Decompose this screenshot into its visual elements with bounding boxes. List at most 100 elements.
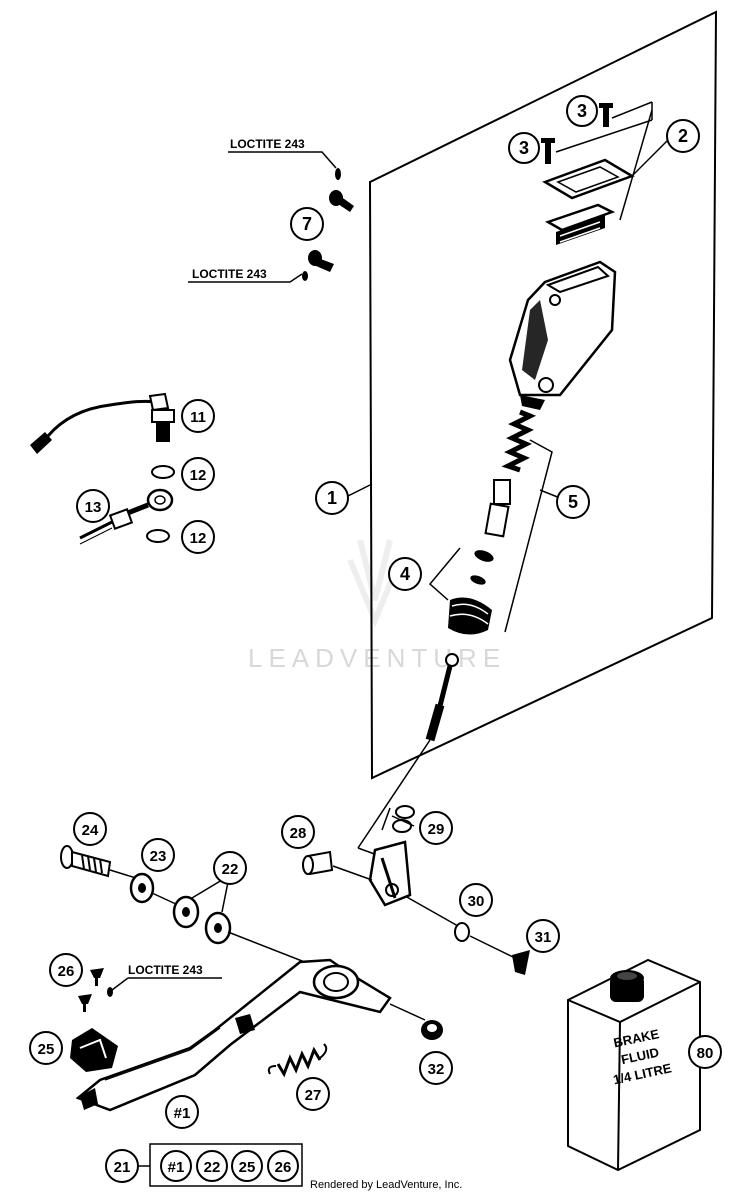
callout-number: 21 [114, 1159, 131, 1176]
brake-fluid-bottle: BRAKE FLUID 1/4 LITRE [567, 958, 701, 1172]
brake-line [79, 488, 174, 545]
leader-line [428, 547, 461, 601]
pedal-spring [267, 1043, 328, 1078]
callout-c7: 7 [290, 207, 324, 241]
callout-circle [73, 812, 107, 846]
nuts [392, 805, 415, 833]
callout-circle [508, 132, 540, 164]
callout-c31: 31 [526, 919, 560, 953]
callout-number: 23 [150, 848, 167, 865]
leader-line [504, 439, 553, 633]
pedal-nut [421, 1020, 443, 1040]
callout-circle [160, 1150, 192, 1182]
leader-line [469, 935, 516, 959]
callout-number: 25 [38, 1041, 55, 1058]
callout-c1: 1 [315, 481, 349, 515]
callout-circle [666, 119, 700, 153]
loctite-label-bottom: LOCTITE 243 [128, 963, 203, 977]
callout-c13: 13 [76, 489, 110, 523]
callout-kit-2: 25 [231, 1150, 263, 1182]
callout-c30: 30 [459, 883, 493, 917]
callout-circle [281, 815, 315, 849]
seal-kit [448, 550, 494, 635]
callout-number: 31 [535, 929, 552, 946]
leader-line [347, 483, 373, 497]
brake-pedal [75, 958, 392, 1112]
watermark-text: LEADVENTURE [248, 643, 506, 673]
leader-line [221, 881, 229, 913]
callout-circle [566, 95, 598, 127]
clevis-pin [302, 850, 334, 876]
bolts-7 [302, 168, 354, 281]
callout-c2: 2 [666, 119, 700, 153]
callout-number: 13 [85, 499, 102, 516]
callout-number: 3 [519, 138, 529, 158]
callout-number: 32 [428, 1061, 445, 1078]
screw-3-left [541, 138, 555, 164]
callout-number: #1 [168, 1159, 185, 1176]
callout-number: 22 [222, 861, 239, 878]
callout-c25: 25 [29, 1031, 63, 1065]
callout-c5: 5 [556, 485, 590, 519]
callout-c23: 23 [141, 838, 175, 872]
callout-number: 11 [190, 409, 206, 426]
callout-kit-0: #1 [160, 1150, 192, 1182]
leader-line [631, 139, 669, 177]
callout-circle [688, 1035, 722, 1069]
screw-3-top [599, 103, 613, 127]
callout-circle [419, 811, 453, 845]
callout-c11: 11 [181, 399, 215, 433]
callout-number: 26 [58, 963, 75, 980]
washer [454, 922, 470, 942]
pivot-bolt [60, 845, 112, 878]
leader-line [611, 101, 653, 119]
callout-circle [388, 557, 422, 591]
callout-number: 2 [678, 126, 688, 146]
callout-circle [296, 1077, 330, 1111]
callout-number: 4 [400, 564, 410, 584]
washer-23 [129, 872, 155, 904]
loctite-label-top: LOCTITE 243 [230, 137, 305, 151]
render-credit: Rendered by LeadVenture, Inc. [310, 1179, 463, 1191]
seal-washer-lower [146, 529, 170, 543]
callout-c28: 28 [281, 815, 315, 849]
callout-c24: 24 [73, 812, 107, 846]
leader-line [389, 1003, 426, 1021]
callout-circle [315, 481, 349, 515]
callout-circle [556, 485, 590, 519]
callout-circle [181, 399, 215, 433]
cotter-pin [512, 950, 530, 975]
callout-number: 27 [305, 1087, 322, 1104]
callout-number: 12 [190, 530, 207, 547]
callout-c80: 80 [688, 1035, 722, 1069]
leader-line [404, 895, 459, 927]
master-cylinder-body [508, 260, 617, 410]
callout-number: 30 [468, 893, 485, 910]
bushing-22b [204, 911, 232, 945]
pedal-tip [70, 1028, 118, 1072]
callout-c3b: 3 [508, 132, 540, 164]
callout-circle [49, 953, 83, 987]
callout-circle [29, 1031, 63, 1065]
callout-number: 1 [327, 488, 337, 508]
callout-circle [459, 883, 493, 917]
tip-screws [78, 968, 113, 1012]
loctite-label-mid: LOCTITE 243 [192, 267, 267, 281]
leader-line [332, 865, 373, 881]
diaphragm [544, 203, 616, 245]
callout-circle [165, 1095, 199, 1129]
callout-number: 12 [190, 467, 207, 484]
piston [484, 479, 511, 538]
callout-c_pedal: #1 [165, 1095, 199, 1129]
leader-line [381, 807, 391, 831]
callout-c26: 26 [49, 953, 83, 987]
callout-c12b: 12 [181, 520, 215, 554]
callout-number: 28 [290, 825, 307, 842]
callout-circle [419, 1051, 453, 1085]
callout-c3a: 3 [566, 95, 598, 127]
callout-circle [181, 457, 215, 491]
callout-circle [213, 851, 247, 885]
push-rod [425, 653, 459, 742]
leader-line [555, 119, 653, 153]
